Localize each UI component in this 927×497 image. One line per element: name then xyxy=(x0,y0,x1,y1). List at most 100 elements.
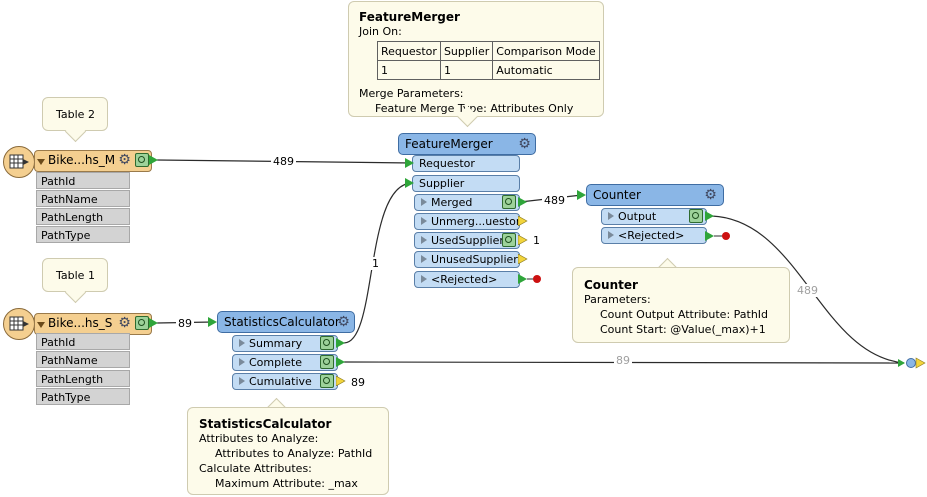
statistics-calculator-header[interactable]: StatisticsCalculator ⚙ xyxy=(217,311,355,333)
table-reader-icon[interactable] xyxy=(3,308,35,340)
counter-annotation-title: Counter xyxy=(584,278,638,292)
feature-count-label: 1 xyxy=(370,257,381,270)
reader-bottom-output-arrow[interactable] xyxy=(149,318,159,328)
port-label: Output xyxy=(618,210,657,223)
output-arrow-icon[interactable] xyxy=(518,254,528,264)
output-arrow-icon[interactable] xyxy=(518,197,528,207)
output-port-output[interactable]: Output xyxy=(601,208,707,225)
gear-icon[interactable]: ⚙ xyxy=(118,152,131,168)
port-label: UsedSupplier xyxy=(431,234,504,247)
stats-annotation-line4: Maximum Attribute: _max xyxy=(215,477,358,490)
counter-annotation-line1: Count Output Attribute: PathId xyxy=(600,308,769,321)
inspect-magnifier-icon[interactable] xyxy=(502,233,516,247)
output-port-used-supplier[interactable]: UsedSupplier xyxy=(414,232,520,249)
table-reader-icon[interactable] xyxy=(3,146,35,178)
reader-bottom-header[interactable]: Bike...hs_S ⚙ xyxy=(34,313,152,335)
join-table-header: Comparison Mode xyxy=(492,41,600,61)
triangle-right-icon[interactable] xyxy=(421,217,427,225)
port-label: Unmerg...uestor xyxy=(431,215,521,228)
triangle-right-icon[interactable] xyxy=(421,255,427,263)
triangle-right-icon[interactable] xyxy=(421,275,427,283)
input-port-requestor[interactable]: Requestor xyxy=(412,155,520,172)
output-port-rejected[interactable]: <Rejected> xyxy=(414,271,520,288)
output-arrow-icon[interactable] xyxy=(336,338,346,348)
gear-icon[interactable]: ⚙ xyxy=(704,187,717,203)
input-port-supplier[interactable]: Supplier xyxy=(412,175,520,192)
inspect-magnifier-icon[interactable] xyxy=(320,336,334,350)
reader-glyph xyxy=(9,316,29,331)
triangle-right-icon[interactable] xyxy=(239,377,245,385)
port-label: Merged xyxy=(431,196,473,209)
merger-annotation-title: FeatureMerger xyxy=(359,10,460,24)
feature-count-label: 1 xyxy=(533,234,540,247)
triangle-right-icon[interactable] xyxy=(239,358,245,366)
output-port-cumulative[interactable]: Cumulative xyxy=(232,373,338,390)
feature-merger-header[interactable]: FeatureMerger ⚙ xyxy=(398,133,536,155)
join-table-header: Requestor xyxy=(377,41,441,61)
gear-icon[interactable]: ⚙ xyxy=(118,315,131,331)
statistics-calculator-name: StatisticsCalculator xyxy=(224,315,340,329)
output-port-unmerged[interactable]: Unmerg...uestor xyxy=(414,213,520,230)
output-port-unused-supplier[interactable]: UnusedSupplier xyxy=(414,251,520,268)
inspect-magnifier-icon[interactable] xyxy=(689,209,703,223)
merger-annotation-merge-params: Merge Parameters: xyxy=(359,87,464,100)
output-port-complete[interactable]: Complete xyxy=(232,354,338,371)
reader-top-output-arrow[interactable] xyxy=(149,155,159,165)
input-arrow-icon xyxy=(208,317,217,327)
attribute-item: PathType xyxy=(36,226,130,243)
join-table-cell: 1 xyxy=(377,60,441,80)
input-arrow-icon xyxy=(405,178,414,188)
feature-count-label: 489 xyxy=(271,155,296,168)
junction-input-arrow xyxy=(898,359,905,367)
reader-bottom-name: Bike...hs_S xyxy=(48,316,113,330)
output-arrow-icon[interactable] xyxy=(336,357,346,367)
output-arrow-icon[interactable] xyxy=(518,216,528,226)
output-arrow-icon[interactable] xyxy=(336,376,346,386)
counter-annotation[interactable]: Counter Parameters: Count Output Attribu… xyxy=(572,267,790,343)
reader-glyph xyxy=(9,154,29,169)
counter-annotation-line2: Count Start: @Value(_max)+1 xyxy=(600,323,766,336)
reader-top-header[interactable]: Bike...hs_M ⚙ xyxy=(34,150,152,172)
triangle-right-icon[interactable] xyxy=(239,339,245,347)
gear-icon[interactable]: ⚙ xyxy=(337,314,350,330)
port-label: Complete xyxy=(249,356,303,369)
join-table-header: Supplier xyxy=(439,41,494,61)
triangle-right-icon[interactable] xyxy=(608,231,614,239)
counter-name: Counter xyxy=(593,188,641,202)
attribute-item: PathId xyxy=(36,333,130,350)
feature-count-label: 89 xyxy=(176,317,194,330)
join-table-cell: 1 xyxy=(439,60,494,80)
inspect-magnifier-icon[interactable] xyxy=(135,153,149,167)
feature-count-label: 489 xyxy=(542,194,567,207)
port-label: Summary xyxy=(249,337,303,350)
chevron-down-icon[interactable] xyxy=(37,159,45,165)
feature-merger-name: FeatureMerger xyxy=(405,137,493,151)
output-arrow-icon[interactable] xyxy=(518,235,528,245)
output-port-rejected[interactable]: <Rejected> xyxy=(601,227,707,244)
gear-icon[interactable]: ⚙ xyxy=(518,136,531,152)
inspect-magnifier-icon[interactable] xyxy=(135,316,149,330)
inspect-magnifier-icon[interactable] xyxy=(502,195,516,209)
output-arrow-icon[interactable] xyxy=(705,211,715,221)
rejected-marker-icon[interactable] xyxy=(518,273,542,285)
port-label: UnusedSupplier xyxy=(431,253,518,266)
merger-annotation-join-on: Join On: xyxy=(359,25,402,38)
inspect-magnifier-icon[interactable] xyxy=(320,355,334,369)
chevron-down-icon[interactable] xyxy=(37,322,45,328)
junction-node[interactable] xyxy=(906,358,916,368)
output-port-summary[interactable]: Summary xyxy=(232,335,338,352)
rejected-marker-icon[interactable] xyxy=(705,230,731,242)
stats-annotation[interactable]: StatisticsCalculator Attributes to Analy… xyxy=(187,407,389,495)
triangle-right-icon[interactable] xyxy=(421,236,427,244)
feature-count-label: 89 xyxy=(351,376,365,389)
triangle-right-icon[interactable] xyxy=(608,212,614,220)
table1-note-text: Table 1 xyxy=(56,269,95,282)
merger-annotation[interactable]: FeatureMerger Join On: Requestor Supplie… xyxy=(348,1,604,117)
attribute-item: PathLength xyxy=(36,370,130,387)
counter-header[interactable]: Counter ⚙ xyxy=(586,184,724,206)
inspect-magnifier-icon[interactable] xyxy=(320,374,334,388)
input-arrow-icon xyxy=(405,158,414,168)
attribute-item: PathName xyxy=(36,190,130,207)
attribute-item: PathLength xyxy=(36,208,130,225)
triangle-right-icon[interactable] xyxy=(421,198,427,206)
